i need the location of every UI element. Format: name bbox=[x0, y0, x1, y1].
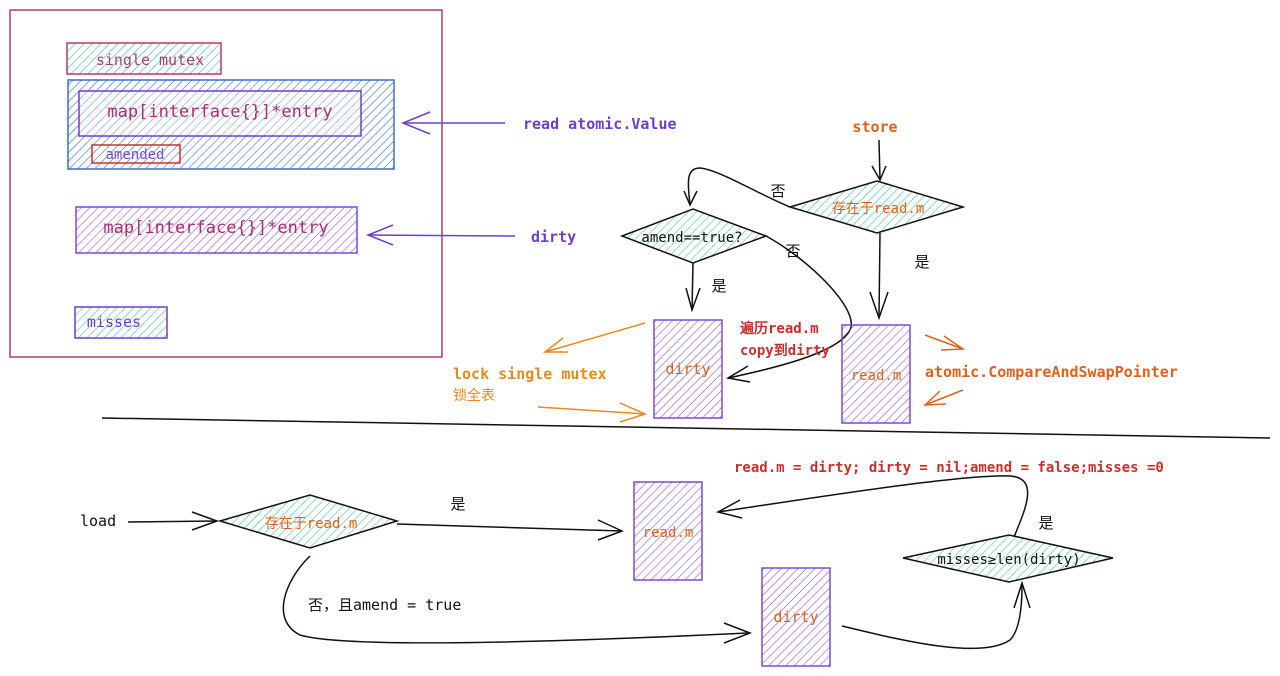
load-read-box bbox=[633, 481, 703, 581]
store-yes-line bbox=[878, 232, 881, 319]
lock-arrow-bottom-head bbox=[619, 402, 648, 423]
store-start: store bbox=[852, 118, 897, 136]
load-dirty-label: dirty bbox=[773, 608, 818, 626]
amend-no-label: 否 bbox=[785, 242, 800, 260]
section-divider bbox=[101, 417, 1271, 439]
store-arrow bbox=[878, 139, 881, 181]
dirty-map-label: map[interface{}]*entry bbox=[103, 218, 328, 238]
store-exists-label: 存在于read.m bbox=[832, 201, 925, 217]
cas-arrow-top bbox=[924, 334, 964, 350]
load-exists-label: 存在于read.m bbox=[265, 516, 358, 532]
misses-yes-arrow-head bbox=[715, 499, 743, 519]
single-mutex-box bbox=[66, 42, 222, 75]
promote-note: read.m = dirty; dirty = nil;amend = fals… bbox=[734, 460, 1164, 476]
amended-label: amended bbox=[105, 147, 164, 163]
load-read-label: read.m bbox=[643, 525, 694, 541]
lock-arrow-bottom bbox=[537, 406, 646, 415]
lock-note-line1: lock single mutex bbox=[453, 365, 607, 383]
cas-arrow-bottom-head bbox=[922, 390, 947, 406]
single-mutex-label: single mutex bbox=[96, 51, 204, 69]
store-dirty-box bbox=[653, 319, 723, 419]
cas-arrow-bottom bbox=[924, 389, 964, 406]
amended-box bbox=[91, 144, 181, 164]
copy-note-line1: 遍历read.m bbox=[739, 320, 819, 337]
store-arrow-head bbox=[871, 165, 887, 182]
misses-label: misses bbox=[87, 313, 141, 331]
load-no-arrow-head bbox=[723, 622, 753, 644]
misses-decision bbox=[902, 534, 1114, 583]
dirty-annotation: dirty bbox=[531, 228, 576, 246]
dirty-to-misses-path bbox=[841, 584, 1023, 650]
store-read-label: read.m bbox=[851, 368, 902, 384]
read-map-label: map[interface{}]*entry bbox=[107, 102, 332, 122]
lock-arrow-top bbox=[544, 322, 646, 353]
lock-arrow-top-head bbox=[542, 337, 568, 353]
store-yes-arrow-head bbox=[869, 291, 889, 321]
misses-yes-path bbox=[717, 475, 1029, 538]
amend-yes-line bbox=[691, 262, 694, 311]
load-no-path bbox=[282, 555, 749, 644]
misses-yes-label: 是 bbox=[1038, 514, 1053, 532]
read-annotation: read atomic.Value bbox=[523, 115, 677, 133]
load-yes-label: 是 bbox=[450, 495, 465, 513]
cas-note: atomic.CompareAndSwapPointer bbox=[925, 363, 1178, 381]
amend-no-arrow-head bbox=[725, 365, 751, 383]
dirty-to-misses-arrow-head bbox=[1013, 580, 1031, 609]
amend-label: amend==true? bbox=[641, 230, 742, 246]
store-read-box bbox=[841, 324, 911, 424]
dirty-map-box bbox=[75, 206, 358, 254]
copy-note-line2: copy到dirty bbox=[740, 343, 830, 359]
load-yes-line bbox=[396, 523, 623, 532]
store-dirty-label: dirty bbox=[665, 360, 710, 378]
misses-box bbox=[74, 306, 168, 339]
amend-yes-label: 是 bbox=[711, 277, 726, 295]
store-no-arrow-head bbox=[683, 190, 698, 207]
dirty-arrow bbox=[367, 234, 516, 237]
read-arrow-head bbox=[401, 111, 431, 135]
load-yes-arrow-head bbox=[597, 519, 624, 541]
load-dirty-box bbox=[761, 567, 831, 667]
load-arrow-head bbox=[191, 511, 220, 531]
cas-arrow-top-head bbox=[940, 335, 966, 351]
store-yes-label: 是 bbox=[914, 253, 929, 271]
amend-yes-arrow-head bbox=[685, 287, 701, 313]
load-start: load bbox=[80, 512, 116, 530]
load-arrow bbox=[127, 520, 218, 523]
load-no-label: 否，且amend = true bbox=[308, 596, 461, 614]
lock-note-line2: 锁全表 bbox=[453, 387, 495, 404]
read-value-box bbox=[67, 79, 395, 170]
store-exists-decision bbox=[787, 180, 966, 234]
store-no-label: 否 bbox=[770, 182, 785, 200]
misses-decision-label: misses≥len(dirty) bbox=[937, 552, 1080, 568]
load-exists-decision bbox=[217, 494, 400, 549]
sync-map-frame bbox=[9, 9, 443, 358]
dirty-arrow-head bbox=[365, 224, 394, 246]
read-map-box bbox=[78, 90, 362, 137]
store-no-path bbox=[687, 167, 791, 208]
